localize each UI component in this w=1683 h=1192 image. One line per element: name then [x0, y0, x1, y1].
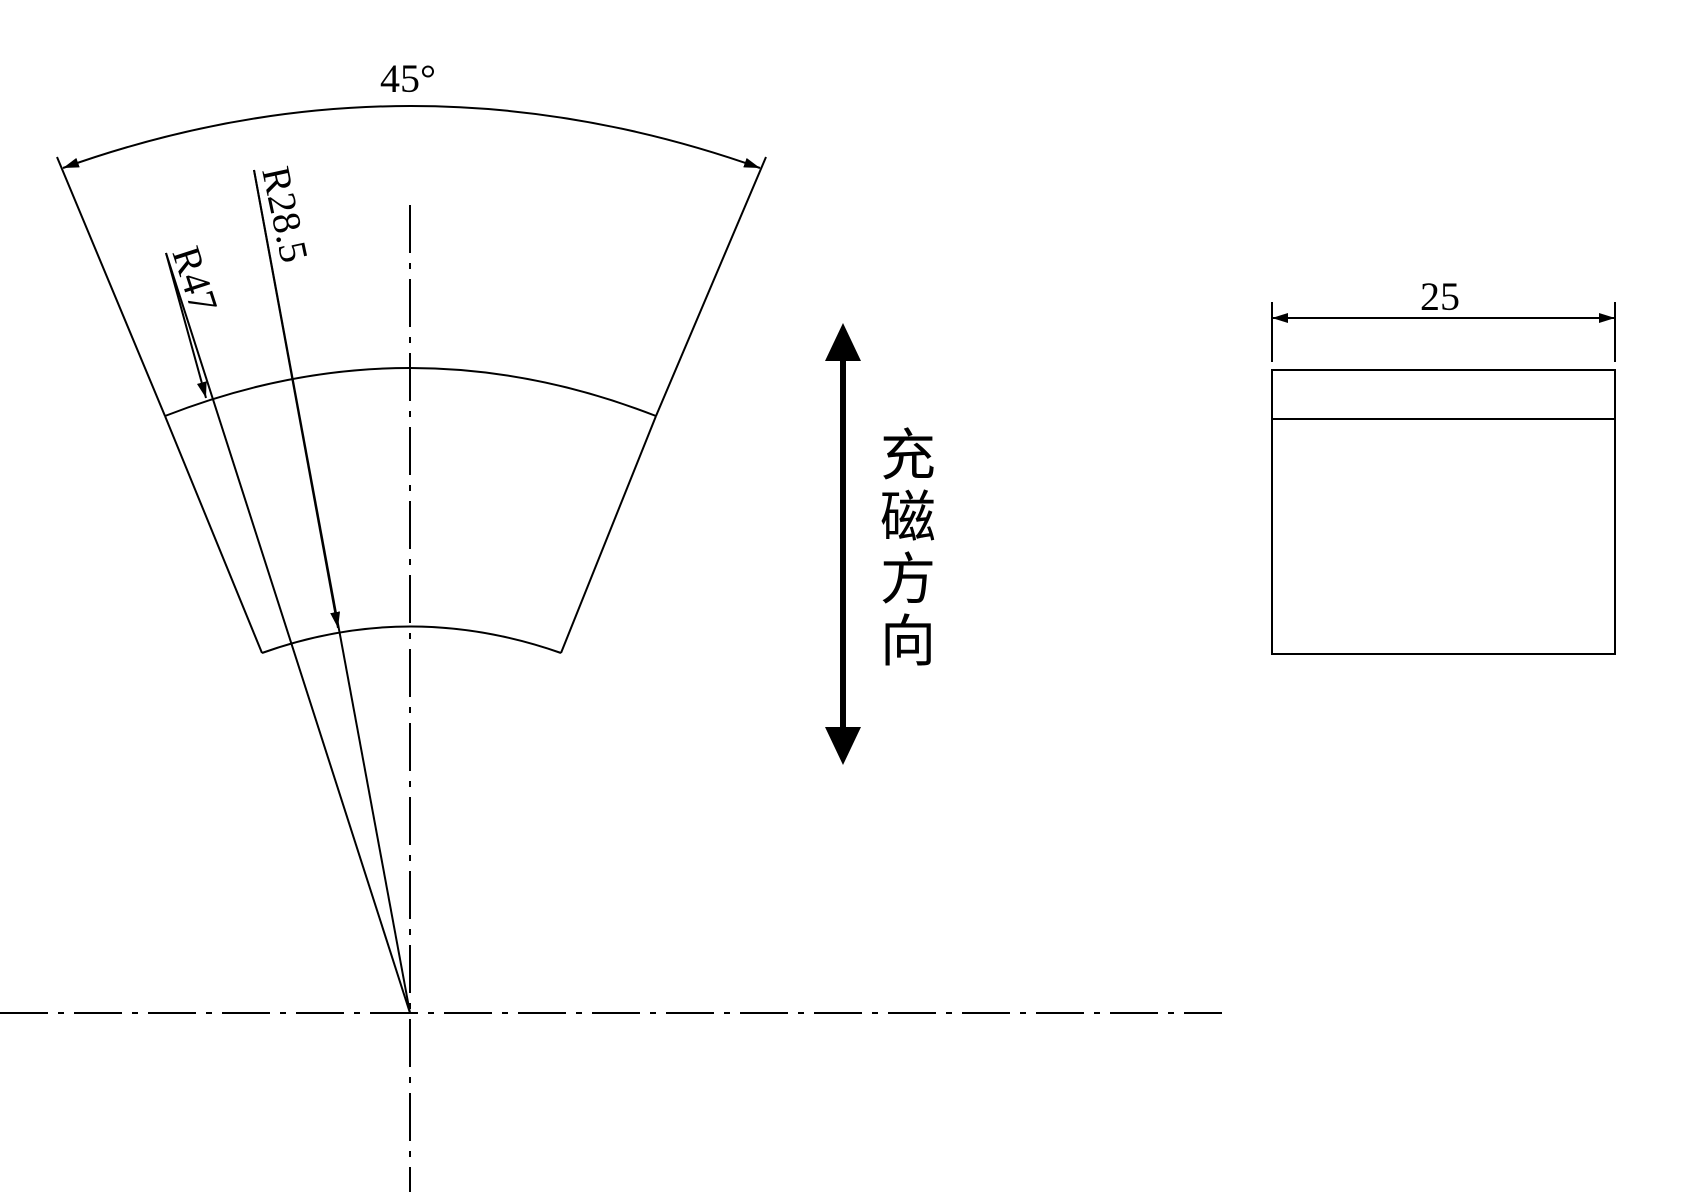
magnetization-arrow-up-icon [825, 323, 861, 361]
magnetization-arrow-down-icon [825, 727, 861, 765]
outer-radius-arrow [165, 252, 207, 399]
inner-radius-label: R28.5 [253, 163, 317, 267]
left-side-edge [164, 415, 263, 654]
outer-radius-leader [165, 252, 411, 1014]
magnetization-note-char-3: 方 [880, 548, 936, 613]
side-view-rectangle [1271, 369, 1616, 655]
angle-dimension-label: 45° [380, 56, 436, 101]
magnetization-note-char-2: 磁 [880, 486, 936, 551]
magnetization-note-char-1: 充 [880, 424, 936, 489]
right-extension-line [655, 156, 767, 417]
width-dimension-label: 25 [1420, 274, 1460, 319]
angle-dimension-arc [62, 105, 761, 169]
inner-arc [261, 625, 562, 654]
left-extension-line [56, 156, 166, 417]
inner-radius-arrow [253, 169, 341, 629]
outer-radius-label: R47 [163, 241, 226, 318]
right-side-edge [560, 415, 657, 654]
magnetization-note-char-4: 向 [880, 610, 936, 675]
outer-arc [164, 367, 657, 417]
